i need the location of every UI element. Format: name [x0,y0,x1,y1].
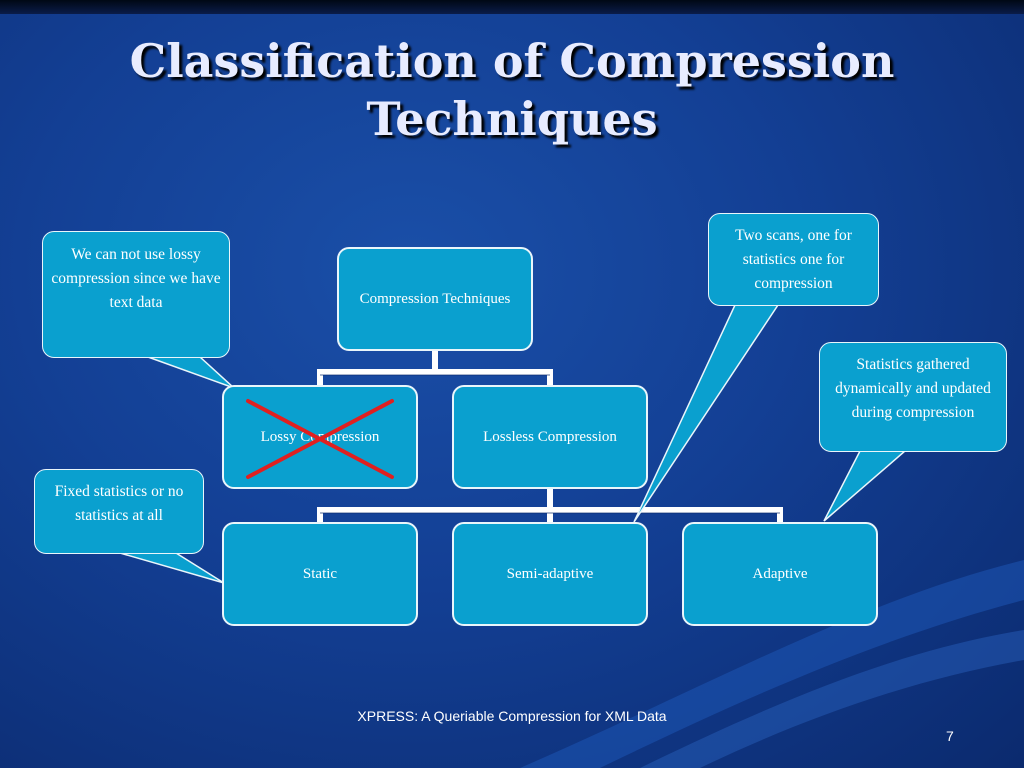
node-compression-techniques: Compression Techniques [337,247,533,351]
callout-text: Statistics gathered dynamically and upda… [835,356,991,421]
slide-footer: XPRESS: A Queriable Compression for XML … [357,708,667,724]
node-label: Adaptive [752,565,808,582]
node-semi-adaptive: Semi-adaptive [452,522,648,626]
top-bar [0,0,1024,14]
node-static: Static [222,522,418,626]
node-lossless-compression: Lossless Compression [452,385,648,489]
node-label: Lossy Compression [260,428,380,445]
callout-text: Fixed statistics or no statistics at all [54,483,184,524]
node-label: Semi-adaptive [506,565,594,582]
node-adaptive: Adaptive [682,522,878,626]
callout-text: We can not use lossy compression since w… [51,246,221,311]
callout-semi-adaptive-note: Two scans, one for statistics one for co… [708,213,879,306]
node-label: Static [302,565,338,582]
node-label: Compression Techniques [359,290,511,307]
callout-adaptive-note: Statistics gathered dynamically and upda… [819,342,1007,452]
callout-static-note: Fixed statistics or no statistics at all [34,469,204,554]
node-label: Lossless Compression [483,428,617,445]
callout-text: Two scans, one for statistics one for co… [735,227,852,292]
callout-lossy-note: We can not use lossy compression since w… [42,231,230,358]
page-number: 7 [946,728,954,744]
slide-title: Classification of Compression Techniques [129,34,895,146]
